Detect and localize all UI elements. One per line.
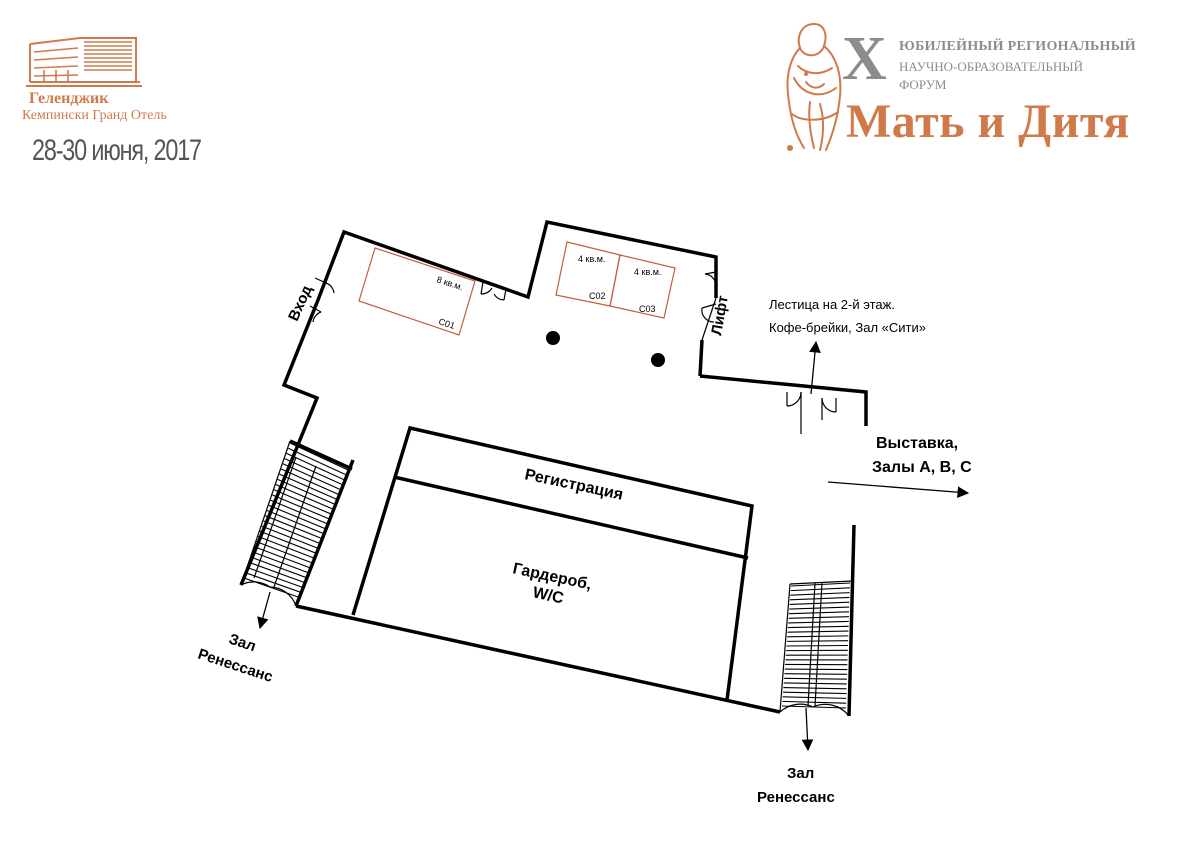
exhibition-arrow[interactable] <box>827 481 970 499</box>
stairs-door-icon[interactable] <box>786 391 837 434</box>
booth-c03[interactable]: 4 кв.м. C03 <box>609 254 676 319</box>
stairs-up-arrow[interactable] <box>809 340 821 395</box>
stair-tread <box>787 625 849 629</box>
booth-c02[interactable]: 4 кв.м. C02 <box>555 241 621 307</box>
stair-tread <box>784 677 847 680</box>
stair-tread <box>783 682 847 685</box>
forum-line-2: НАУЧНО-ОБРАЗОВАТЕЛЬНЫЙ <box>899 59 1083 74</box>
stair-tread <box>788 616 849 619</box>
stair-tread <box>787 635 849 638</box>
hotel-city: Геленджик <box>29 90 109 107</box>
stair-tread <box>784 673 848 675</box>
stair-tread <box>787 630 849 633</box>
stair-tread <box>788 611 850 615</box>
registration-desk <box>351 425 754 701</box>
stair-tread <box>782 696 847 699</box>
hotel-logo <box>24 30 144 93</box>
booth-c02-area: 4 кв.м. <box>578 254 605 264</box>
left-hall-label-2: Ренессанс <box>196 646 275 686</box>
right-hall-label-2: Ренессанс <box>757 789 835 806</box>
event-dates: 28-30 июня, 2017 <box>32 134 202 167</box>
stairs-note-1: Лестица на 2-й этаж. <box>769 297 895 312</box>
forum-numeral: X <box>842 25 887 93</box>
stair-tread <box>789 606 850 610</box>
lift-door-icon[interactable] <box>701 271 717 341</box>
stair-tread <box>289 442 349 471</box>
hotel-name: Кемпински Гранд Отель <box>22 108 167 123</box>
stair-tread <box>245 572 303 594</box>
outer-walls <box>239 219 868 717</box>
stair-tread <box>789 601 850 606</box>
booth-c03-id: C03 <box>639 304 656 314</box>
stair-tread <box>789 596 850 601</box>
forum-line-1: ЮБИЛЕЙНЫЙ РЕГИОНАЛЬНЫЙ <box>899 39 1136 54</box>
left-hall-arrow[interactable] <box>257 591 271 630</box>
right-hall-arrow[interactable] <box>801 707 814 752</box>
stair-tread <box>786 644 849 647</box>
madonna-icon <box>786 22 842 151</box>
stair-tread <box>790 582 851 587</box>
stair-tread <box>788 620 849 624</box>
booth-c01-area: 8 кв.м. <box>435 274 464 292</box>
forum-title: Мать и Дитя <box>846 95 1130 148</box>
stair-tread <box>790 592 850 596</box>
lift-label: Лифт <box>708 294 732 336</box>
booth-c03-area: 4 кв.м. <box>634 267 661 277</box>
column-2 <box>651 353 665 367</box>
stair-tread <box>782 700 847 704</box>
right-staircase <box>779 580 853 717</box>
forum-line-3: ФОРУМ <box>899 77 947 92</box>
stair-tread <box>783 686 847 690</box>
column-1 <box>546 331 560 345</box>
stairs-note-2: Кофе-брейки, Зал «Сити» <box>769 320 926 335</box>
stair-tread <box>243 577 302 599</box>
right-hall-label-1: Зал <box>787 765 814 782</box>
stair-tread <box>786 640 849 642</box>
hotel-building-icon <box>26 37 142 87</box>
stair-tread <box>783 691 847 695</box>
left-hall-label-1: Зал <box>227 631 258 656</box>
wardrobe-label-2: W/C <box>531 584 565 607</box>
stair-tread <box>790 587 850 592</box>
booth-door-icon <box>480 281 507 301</box>
left-staircase <box>240 439 353 607</box>
booth-c01[interactable]: 8 кв.м. C01 <box>358 247 476 336</box>
exhibition-label-2: Залы А, В, С <box>872 459 972 476</box>
booth-c02-id: C02 <box>589 291 606 301</box>
booth-c01-id: C01 <box>437 316 456 331</box>
exhibition-label-1: Выставка, <box>876 435 958 452</box>
entrance-door-icon[interactable] <box>309 277 335 323</box>
stair-tread <box>288 447 347 476</box>
